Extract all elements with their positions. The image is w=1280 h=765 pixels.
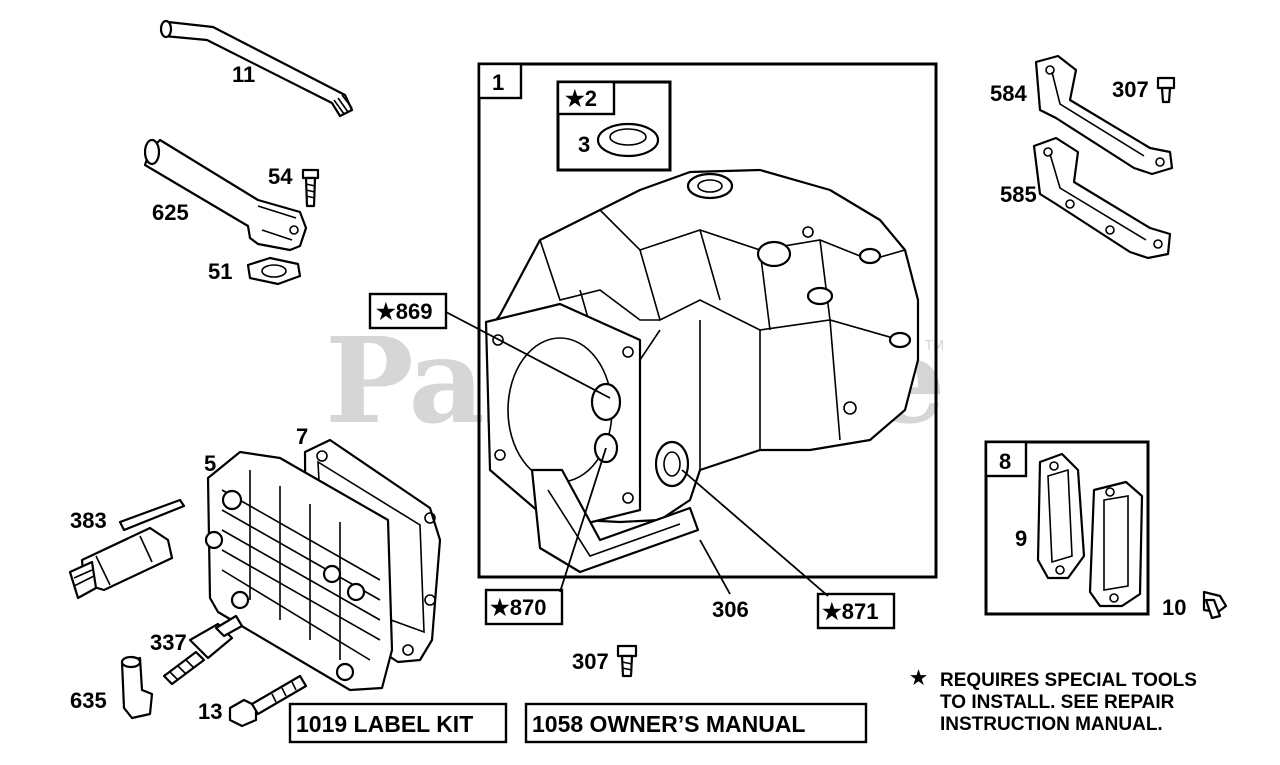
watermark-trademark: TM [924, 339, 944, 354]
callout-3[interactable]: 3 [578, 132, 590, 157]
cylinder-face-gasket-part-869[interactable] [484, 302, 642, 532]
gasket-part-51[interactable] [246, 256, 302, 286]
callout-383[interactable]: 383 [70, 508, 107, 533]
cover-part-584[interactable] [1034, 54, 1174, 176]
leader-306 [699, 539, 731, 595]
note-line-2: TO INSTALL. SEE REPAIR [940, 692, 1175, 713]
callout-54[interactable]: 54 [268, 164, 293, 189]
screw-part-54[interactable] [301, 168, 320, 208]
intake-elbow-part-625[interactable] [143, 138, 308, 252]
leader-871 [681, 469, 829, 597]
callout-11[interactable]: 11 [232, 62, 255, 87]
callout-8[interactable]: 8 [999, 449, 1011, 474]
spark-plug-part-337[interactable] [162, 614, 244, 686]
leader-869 [445, 311, 611, 399]
note-line-1: REQUIRES SPECIAL TOOLS [940, 670, 1197, 691]
callout-870[interactable]: ★870 [490, 595, 546, 620]
base-gasket-part-306[interactable] [530, 468, 700, 574]
callout-10[interactable]: 10 [1162, 595, 1186, 620]
gasket-set-frame [984, 440, 1150, 616]
callout-869-box [368, 292, 448, 330]
owners-manual-box [524, 702, 868, 744]
callout-307-top[interactable]: 307 [1112, 77, 1149, 102]
screw-part-10[interactable] [1202, 590, 1228, 620]
note-star-icon: ★ [910, 668, 927, 689]
breather-tube-part-11[interactable] [159, 19, 354, 118]
gasket-part-585[interactable] [1032, 136, 1172, 260]
callout-869[interactable]: ★869 [376, 299, 432, 324]
cylinder-assembly-tag [477, 62, 523, 100]
callout-871[interactable]: ★871 [822, 599, 878, 624]
callout-337[interactable]: 337 [150, 630, 187, 655]
callout-9[interactable]: 9 [1015, 526, 1027, 551]
breather-port-part-871[interactable] [654, 440, 690, 488]
callout-306[interactable]: 306 [712, 597, 749, 622]
callout-2[interactable]: ★2 [565, 86, 597, 111]
note-line-3: INSTRUCTION MANUAL. [940, 714, 1163, 735]
callout-307-bottom[interactable]: 307 [572, 649, 609, 674]
callout-584[interactable]: 584 [990, 81, 1027, 106]
leader-870 [559, 447, 607, 593]
screw-part-307-bottom[interactable] [616, 644, 638, 678]
oil-seal-part-3[interactable] [596, 122, 660, 158]
spark-plug-boot-part-383[interactable] [68, 498, 186, 600]
owners-manual[interactable]: 1058 OWNER’S MANUAL [532, 711, 805, 737]
callout-871-box [816, 592, 896, 630]
gasket-set-tag [984, 440, 1028, 478]
oil-seal-tag [556, 80, 616, 116]
callout-1[interactable]: 1 [492, 70, 504, 95]
callout-51[interactable]: 51 [208, 259, 232, 284]
label-kit[interactable]: 1019 LABEL KIT [296, 711, 473, 737]
callout-870-box [484, 588, 564, 626]
cylinder-head-part-5[interactable] [204, 450, 394, 692]
label-kit-box [288, 702, 508, 744]
cylinder-assembly-frame [477, 62, 938, 579]
callout-13[interactable]: 13 [198, 699, 222, 724]
callout-585[interactable]: 585 [1000, 182, 1037, 207]
callout-625[interactable]: 625 [152, 200, 189, 225]
head-bolt-part-13[interactable] [228, 674, 308, 728]
callout-635[interactable]: 635 [70, 688, 107, 713]
plug-wrench-part-635[interactable] [120, 655, 154, 720]
gasket-part-8-outer[interactable] [1088, 480, 1144, 608]
callout-5[interactable]: 5 [204, 451, 216, 476]
callout-7[interactable]: 7 [296, 424, 308, 449]
screw-part-307-top[interactable] [1156, 76, 1176, 104]
gasket-part-9[interactable] [1036, 452, 1086, 580]
